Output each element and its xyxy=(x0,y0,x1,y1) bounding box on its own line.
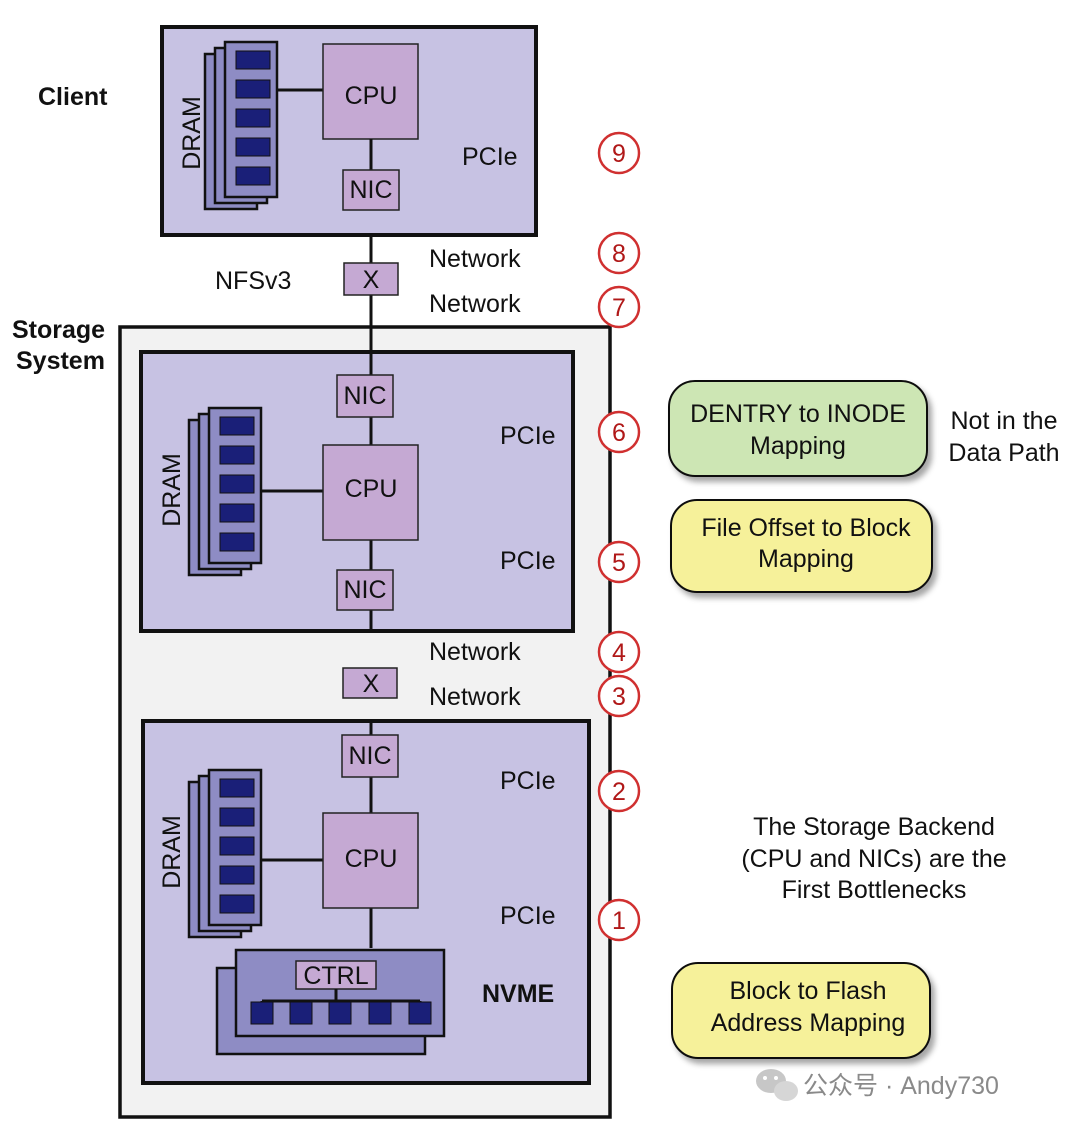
callout-dentry-line2: Mapping xyxy=(750,432,846,460)
badge-2: 2 xyxy=(597,769,641,813)
watermark-text: 公众号 · Andy730 xyxy=(803,1072,999,1100)
network-label-3: Network xyxy=(429,683,521,711)
head-dram-stack xyxy=(187,406,263,577)
svg-text:1: 1 xyxy=(612,907,626,935)
badge-7: 7 xyxy=(597,285,641,329)
nfs-switch-label: X xyxy=(363,266,380,294)
callout-file-offset-line2: Mapping xyxy=(758,545,854,573)
client-dram-stack xyxy=(203,40,279,211)
client-title: Client xyxy=(38,83,108,111)
nfs-switch xyxy=(343,262,399,296)
backend-nic xyxy=(341,734,399,778)
head-nic-top-label: NIC xyxy=(343,382,386,410)
callout-file-offset-line1: File Offset to Block xyxy=(701,514,911,542)
backend-cpu xyxy=(322,812,419,909)
head-nic-bottom-label: NIC xyxy=(343,576,386,604)
nfsv3-label: NFSv3 xyxy=(215,267,291,295)
svg-text:5: 5 xyxy=(612,549,626,577)
backend-note-line1: The Storage Backend xyxy=(753,813,995,841)
head-cpu xyxy=(322,444,419,541)
badge-6: 6 xyxy=(597,410,641,454)
backend-switch-label: X xyxy=(363,670,380,698)
nvme-label: NVME xyxy=(482,980,554,1008)
backend-pcie-bottom-label: PCIe xyxy=(500,902,556,930)
backend-dram-label: DRAM xyxy=(158,815,186,889)
nvme-ctrl-label: CTRL xyxy=(303,962,368,990)
storage-title-line2: System xyxy=(16,347,105,375)
client-nic xyxy=(342,169,400,211)
badge-8: 8 xyxy=(597,231,641,275)
storage-title-line1: Storage xyxy=(12,316,105,344)
client-nic-label: NIC xyxy=(349,176,392,204)
callout-dentry-line1: DENTRY to INODE xyxy=(690,400,906,428)
head-pcie-bottom-label: PCIe xyxy=(500,547,556,575)
badge-3: 3 xyxy=(597,674,641,718)
not-in-path-line2: Data Path xyxy=(948,439,1059,467)
callout-block-flash-line1: Block to Flash xyxy=(729,977,886,1005)
badge-1: 1 xyxy=(597,898,641,942)
network-label-7: Network xyxy=(429,290,521,318)
backend-dram-stack xyxy=(187,768,263,939)
backend-pcie-top-label: PCIe xyxy=(500,767,556,795)
backend-switch xyxy=(342,667,398,699)
client-dram-label: DRAM xyxy=(178,96,206,170)
callout-block-flash xyxy=(671,962,931,1059)
callout-dentry xyxy=(668,380,928,477)
backend-note-line2: (CPU and NICs) are the xyxy=(741,845,1006,873)
svg-text:8: 8 xyxy=(612,240,626,268)
backend-cpu-label: CPU xyxy=(345,845,398,873)
svg-text:4: 4 xyxy=(612,639,626,667)
head-nic-top xyxy=(336,374,394,418)
backend-note-line3: First Bottlenecks xyxy=(782,876,967,904)
backend-nic-label: NIC xyxy=(348,742,391,770)
badge-4: 4 xyxy=(597,630,641,674)
nvme-device xyxy=(215,948,446,1056)
svg-text:7: 7 xyxy=(612,294,626,322)
svg-text:3: 3 xyxy=(612,683,626,711)
head-pcie-top-label: PCIe xyxy=(500,422,556,450)
client-cpu-label: CPU xyxy=(345,82,398,110)
head-nic-bottom xyxy=(336,569,394,611)
badge-9: 9 xyxy=(597,131,641,175)
client-pcie-label: PCIe xyxy=(462,143,518,171)
network-label-8: Network xyxy=(429,245,521,273)
callout-file-offset xyxy=(670,499,933,593)
badge-5: 5 xyxy=(597,540,641,584)
svg-text:6: 6 xyxy=(612,419,626,447)
svg-text:2: 2 xyxy=(612,778,626,806)
callout-block-flash-line2: Address Mapping xyxy=(711,1009,906,1037)
head-cpu-label: CPU xyxy=(345,475,398,503)
not-in-path-line1: Not in the xyxy=(950,407,1057,435)
network-label-4: Network xyxy=(429,638,521,666)
client-cpu xyxy=(322,43,419,140)
head-dram-label: DRAM xyxy=(158,453,186,527)
svg-text:9: 9 xyxy=(612,140,626,168)
wechat-icon xyxy=(756,1069,798,1101)
